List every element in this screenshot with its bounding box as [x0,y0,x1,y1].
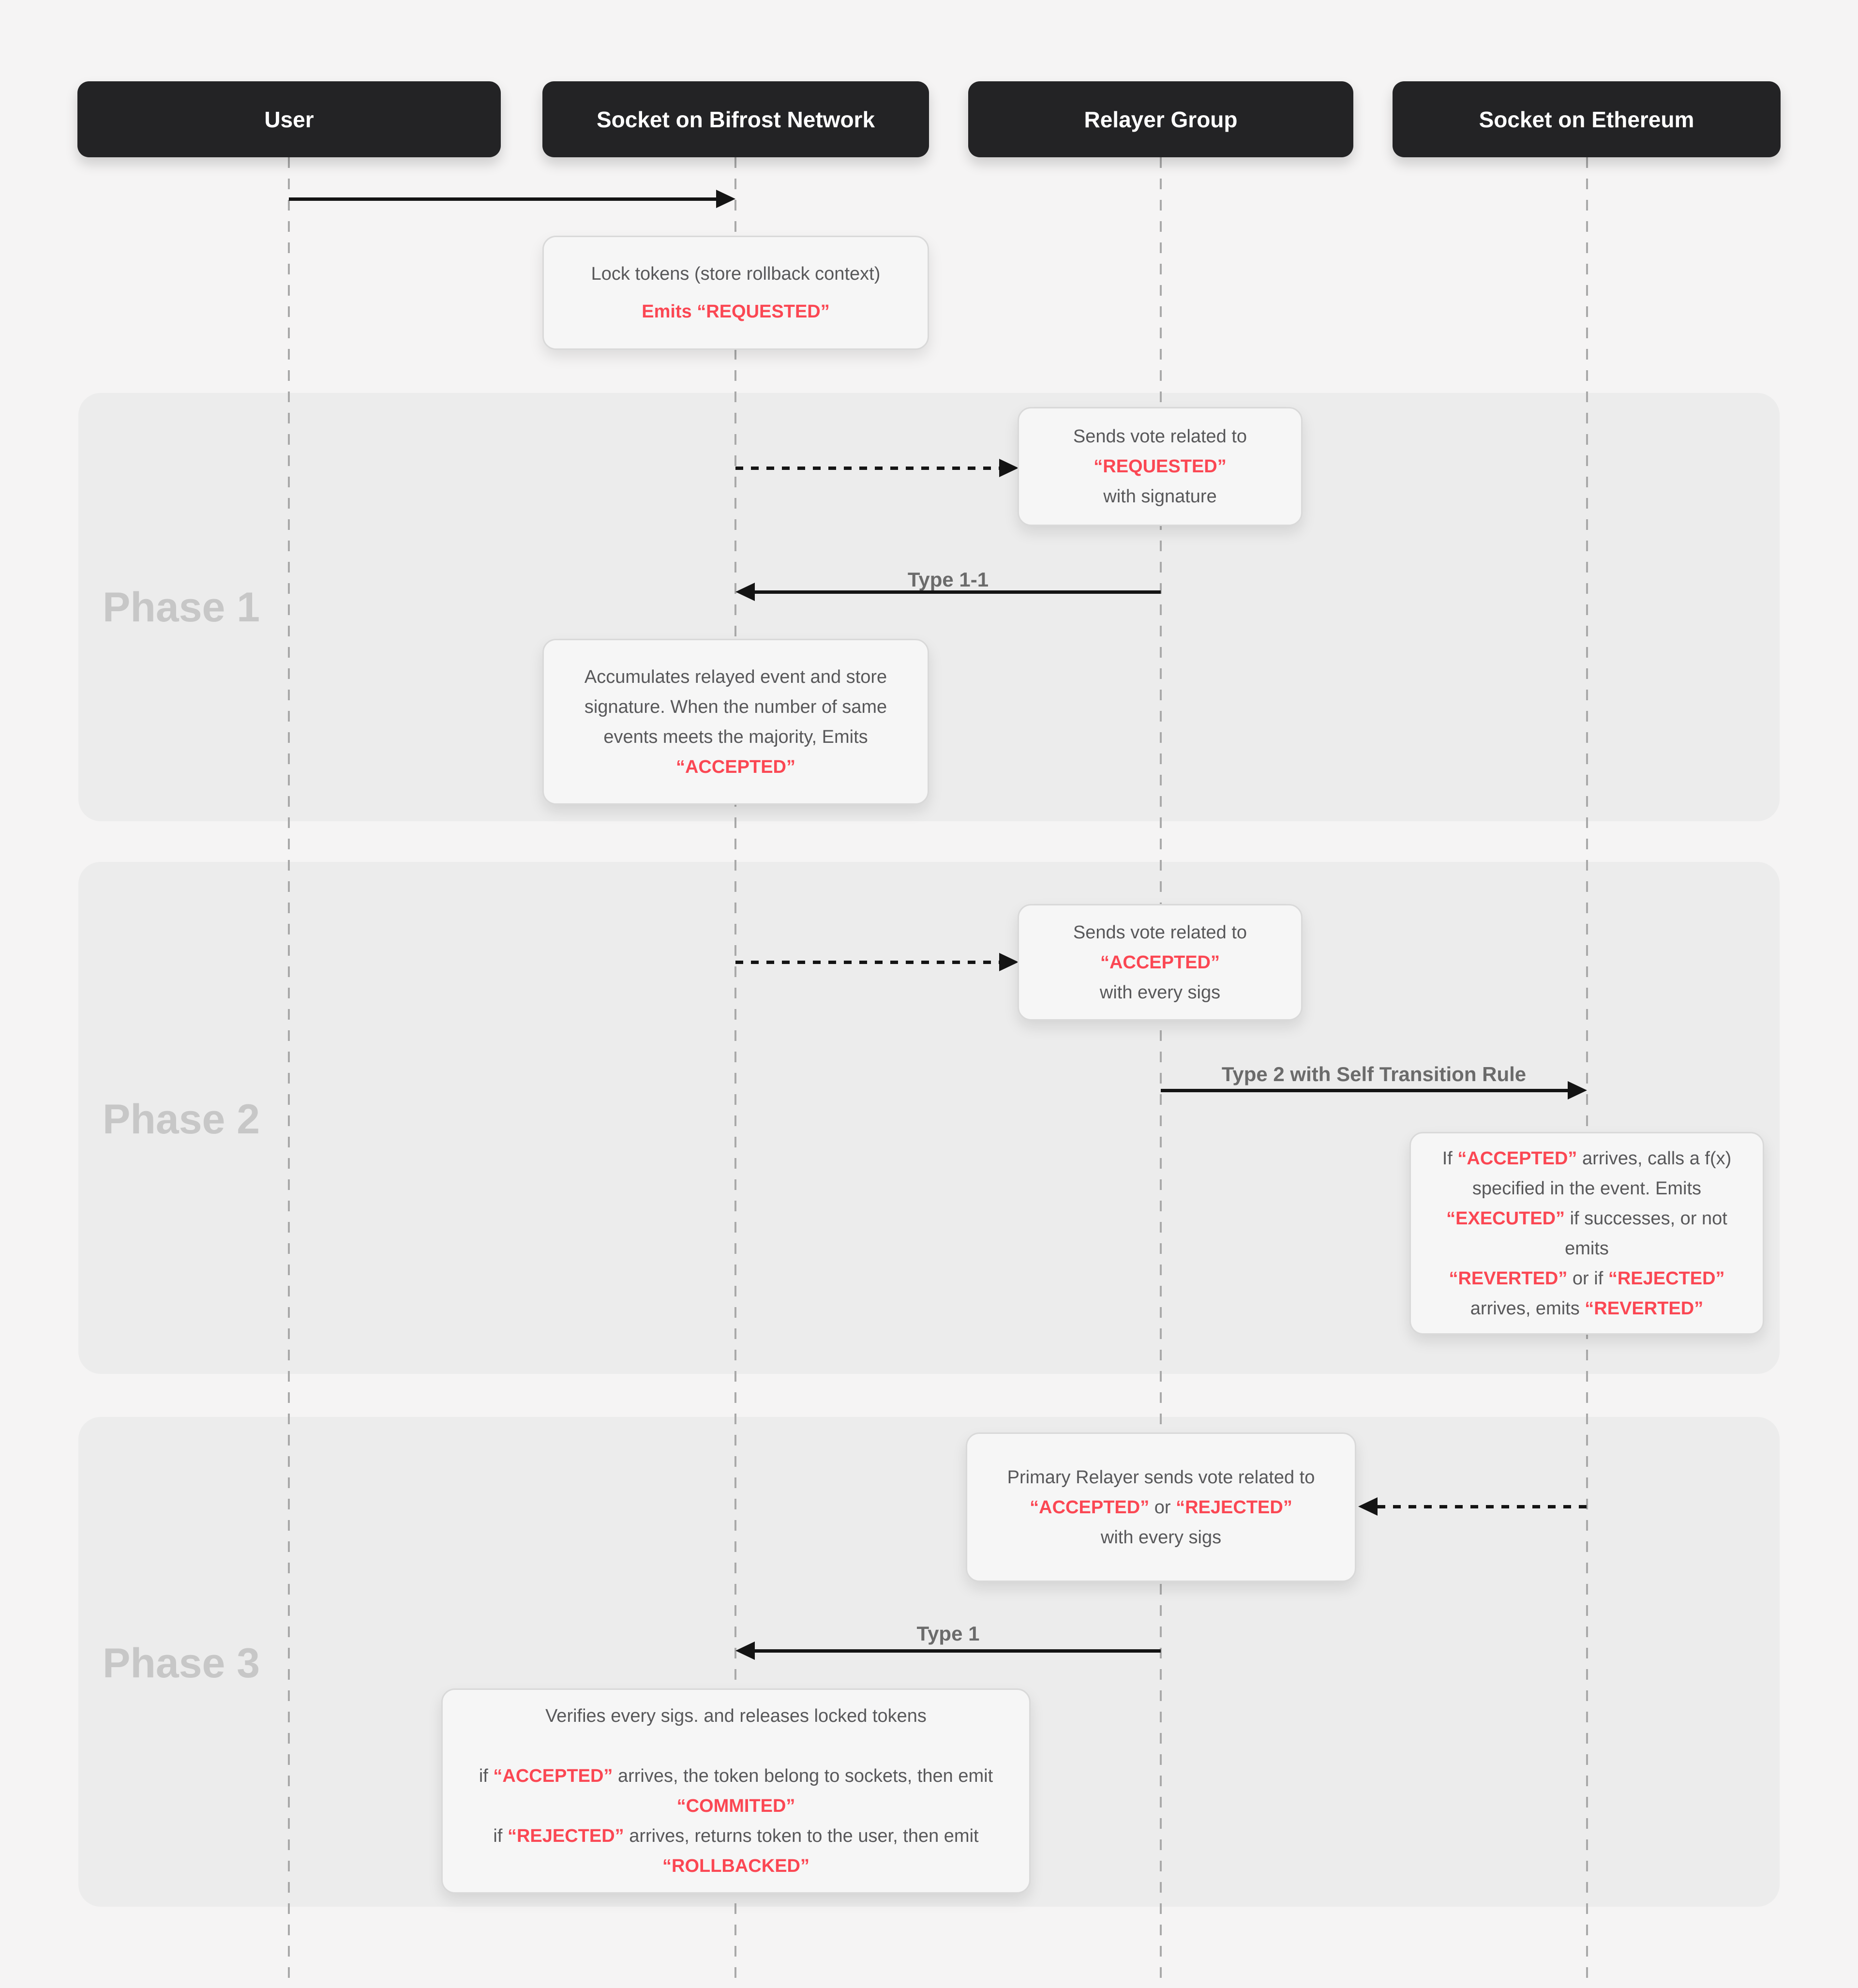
note-vote-accepted: Sends vote related to “ACCEPTED” with ever… [1018,904,1303,1021]
arrow-type-1-label: Type 1 [916,1622,980,1645]
note-line: “REVERTED” or if “REJECTED” [1449,1268,1725,1289]
note-line: “ACCEPTED” or “REJECTED” [1030,1497,1292,1518]
actor-relayer-group: Relayer Group [968,81,1353,157]
arrow-user-to-bifrost-head [716,190,735,208]
note-line: events meets the majority, Emits [603,726,868,747]
note-line: Accumulates relayed event and store [584,666,887,687]
arrow-type-2-head [1568,1081,1587,1099]
arrow-type-1-1-line [755,590,1161,594]
note-line: “COMMITED” [676,1796,795,1816]
note-line: specified in the event. Emits [1472,1178,1702,1199]
note-line: if “ACCEPTED” arrives, the token belong … [479,1766,993,1786]
note-primary-relayer-vote: Primary Relayer sends vote related to “AC… [966,1432,1356,1582]
arrow-ethereum-vote-head [1358,1497,1378,1516]
note-line: Emits “REQUESTED” [642,301,830,322]
note-line: with signature [1103,486,1217,507]
arrow-ethereum-vote-line [1378,1505,1587,1508]
note-line: “ROLLBACKED” [662,1856,809,1876]
note-line: If “ACCEPTED” arrives, calls a f(x) [1442,1148,1732,1169]
arrow-vote-requested-head [999,459,1019,477]
arrow-type-2-line [1161,1089,1568,1092]
note-line: “EXECUTED” if successes, or not [1446,1208,1727,1229]
arrow-type-1-line [755,1649,1161,1653]
note-line: with every sigs [1100,1527,1222,1548]
note-line: “ACCEPTED” [1100,952,1220,973]
note-line [734,1731,739,1761]
arrow-type-1-1-label: Type 1-1 [907,568,989,591]
arrow-vote-accepted-line [735,961,1001,964]
note-line: Verifies every sigs. and releases locked… [545,1706,927,1726]
arrow-user-to-bifrost-line [289,197,717,201]
note-vote-requested: Sends vote related to “REQUESTED” with sig… [1018,407,1303,526]
actor-socket-bifrost: Socket on Bifrost Network [542,81,929,157]
note-executed-or-reverted: If “ACCEPTED” arrives, calls a f(x) speci… [1409,1132,1764,1335]
actor-socket-ethereum: Socket on Ethereum [1393,81,1781,157]
lifeline-user [288,157,290,1988]
lifeline-relayer-group [1160,157,1162,1988]
note-line: emits [1565,1238,1609,1259]
note-line: Sends vote related to [1073,922,1247,943]
actor-user: User [77,81,501,157]
note-line: Sends vote related to [1073,426,1247,447]
note-line: “ACCEPTED” [675,756,796,777]
phase-2-label: Phase 2 [103,1096,260,1143]
lifeline-socket-bifrost [734,157,736,1988]
arrow-type-1-head [735,1642,755,1660]
note-line: Lock tokens (store rollback context) [591,264,881,284]
note-line: Primary Relayer sends vote related to [1007,1467,1315,1488]
lifeline-socket-ethereum [1586,157,1588,1988]
note-accumulates-events: Accumulates relayed event and store signa… [542,639,929,805]
note-line: “REQUESTED” [1094,456,1227,477]
note-lock-tokens: Lock tokens (store rollback context) Emit… [542,236,929,350]
arrow-type-2-label: Type 2 with Self Transition Rule [1221,1063,1527,1085]
phase-3-label: Phase 3 [103,1640,260,1687]
phase-1-label: Phase 1 [103,584,260,631]
arrow-vote-requested-line [735,467,1001,470]
note-line: signature. When the number of same [584,696,887,717]
phase-1-band [78,393,1780,821]
note-line: with every sigs [1099,982,1221,1003]
note-verifies-and-releases: Verifies every sigs. and releases locked… [441,1688,1031,1894]
note-line: if “REJECTED” arrives, returns token to … [493,1826,979,1846]
note-line: arrives, emits “REVERTED” [1470,1298,1704,1319]
arrow-vote-accepted-head [999,953,1019,971]
arrow-type-1-1-head [735,583,755,601]
